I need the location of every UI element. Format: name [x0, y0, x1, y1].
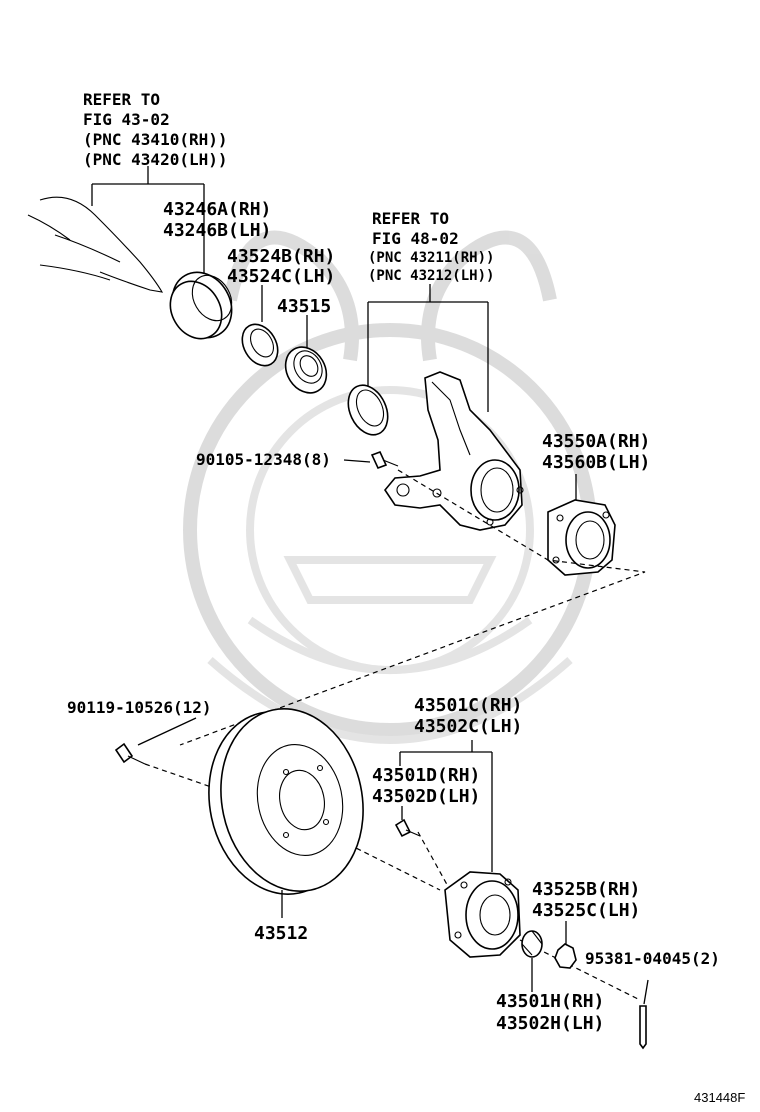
svg-text:43502C(LH): 43502C(LH) [414, 716, 522, 737]
svg-text:43501D(RH): 43501D(RH) [372, 765, 480, 786]
hub-spacer-part [521, 930, 543, 992]
outer-seal-label: 43246A(RH) 43246B(LH) [163, 199, 271, 241]
lock-nut-label: 43525B(RH) 43525C(LH) [532, 879, 640, 921]
hub-bolt-part [394, 818, 421, 838]
axle-hub-part [444, 871, 521, 958]
svg-text:FIG 43-02: FIG 43-02 [83, 110, 170, 129]
hand-pointer-icon [27, 196, 164, 293]
cotter-pin-label: 95381-04045(2) [585, 949, 720, 968]
svg-text:(PNC 43212(LH)): (PNC 43212(LH)) [368, 268, 494, 284]
svg-text:43501C(RH): 43501C(RH) [414, 695, 522, 716]
inner-seal-label: 43524B(RH) 43524C(LH) [227, 246, 335, 287]
rotor-bolt-part [114, 742, 146, 765]
bearing-race-part [347, 384, 389, 436]
svg-text:43502D(LH): 43502D(LH) [372, 786, 480, 807]
hub-spacer-label: 43501H(RH) 43502H(LH) [496, 991, 604, 1034]
svg-text:FIG 48-02: FIG 48-02 [372, 229, 459, 248]
cotter-pin-part [639, 979, 649, 1050]
hub-bearing-part [547, 499, 616, 576]
outer-seal-part [169, 271, 233, 340]
axle-hub-label: 43501C(RH) 43502C(LH) [414, 695, 522, 737]
svg-text:43525C(LH): 43525C(LH) [532, 900, 640, 921]
svg-text:REFER TO: REFER TO [372, 209, 449, 228]
inner-seal-part [241, 323, 279, 367]
svg-text:(PNC 43410(RH)): (PNC 43410(RH)) [83, 130, 228, 149]
rotor-label: 43512 [254, 923, 308, 944]
svg-text:REFER TO: REFER TO [83, 90, 160, 109]
steering-knuckle-part [384, 371, 524, 531]
inner-bearing-label: 43515 [277, 296, 331, 317]
svg-text:(PNC 43420(LH)): (PNC 43420(LH)) [83, 150, 228, 169]
knuckle-bolt-label: 90105-12348(8) [196, 450, 331, 469]
hub-bearing-label: 43550A(RH) 43560B(LH) [542, 431, 650, 473]
brake-rotor-part [208, 708, 364, 918]
refer-knuckle-label: REFER TO FIG 43-02 (PNC 43410(RH)) (PNC … [83, 90, 228, 169]
leader-lines-bottom [137, 717, 493, 872]
svg-text:43246A(RH): 43246A(RH) [163, 199, 271, 220]
svg-text:43502H(LH): 43502H(LH) [496, 1013, 604, 1034]
hub-bolt-label: 43501D(RH) 43502D(LH) [372, 765, 480, 807]
inner-bearing-part [284, 346, 328, 394]
rotor-bolt-label: 90119-10526(12) [67, 698, 212, 717]
svg-text:43525B(RH): 43525B(RH) [532, 879, 640, 900]
svg-text:43560B(LH): 43560B(LH) [542, 452, 650, 473]
lock-nut-part [554, 921, 577, 969]
svg-text:43246B(LH): 43246B(LH) [163, 220, 271, 241]
svg-text:43524C(LH): 43524C(LH) [227, 266, 335, 287]
refer-hub-label: REFER TO FIG 48-02 (PNC 43211(RH)) (PNC … [368, 209, 494, 284]
svg-text:43550A(RH): 43550A(RH) [542, 431, 650, 452]
svg-text:43524B(RH): 43524B(RH) [227, 246, 335, 267]
svg-text:43501H(RH): 43501H(RH) [496, 991, 604, 1012]
knuckle-bolt-part [370, 450, 399, 470]
svg-text:(PNC 43211(RH)): (PNC 43211(RH)) [368, 250, 494, 266]
diagram-id-label: 431448F [694, 1090, 745, 1105]
leader-lines-top [91, 166, 577, 500]
